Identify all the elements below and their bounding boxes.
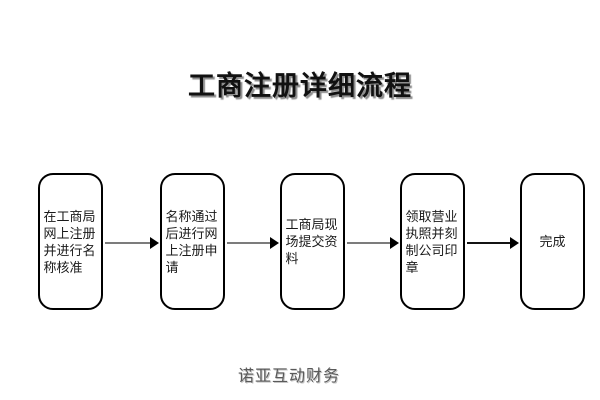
flow-node-4-label: 领取营业执照并刻制公司印章 [405, 208, 458, 275]
flow-node-2-label: 名称通过后进行网上注册申请 [165, 208, 218, 275]
flow-node-5-label: 完成 [539, 234, 566, 249]
flow-node-2[interactable]: 名称通过后进行网上注册申请 [160, 173, 225, 310]
page-title: 工商注册详细流程 [188, 71, 412, 101]
arrow-head-icon [390, 237, 399, 249]
flow-node-5[interactable]: 完成 [520, 173, 585, 310]
arrow-head-icon [510, 237, 519, 249]
arrow-head-icon [150, 237, 159, 249]
arrow-head-icon [270, 237, 279, 249]
flow-node-3[interactable]: 工商局现场提交资料 [280, 173, 345, 310]
flowchart-nodes-row: 在工商局网上注册并进行名称核准 名称通过后进行网上注册申请 工商局现场提交资料 … [0, 173, 600, 313]
flow-node-3-label: 工商局现场提交资料 [285, 217, 338, 266]
watermark-text: 诺亚互动财务 [237, 368, 340, 385]
connector-line [467, 242, 511, 244]
flow-connector-4 [467, 235, 519, 251]
flow-connector-2 [227, 235, 279, 251]
flow-connector-3 [347, 235, 399, 251]
flow-node-1[interactable]: 在工商局网上注册并进行名称核准 [38, 173, 103, 310]
flow-node-4[interactable]: 领取营业执照并刻制公司印章 [400, 173, 465, 310]
flow-node-1-label: 在工商局网上注册并进行名称核准 [43, 208, 96, 275]
connector-line [227, 242, 271, 244]
flow-connector-1 [105, 235, 159, 251]
connector-line [105, 242, 151, 244]
connector-line [347, 242, 391, 244]
